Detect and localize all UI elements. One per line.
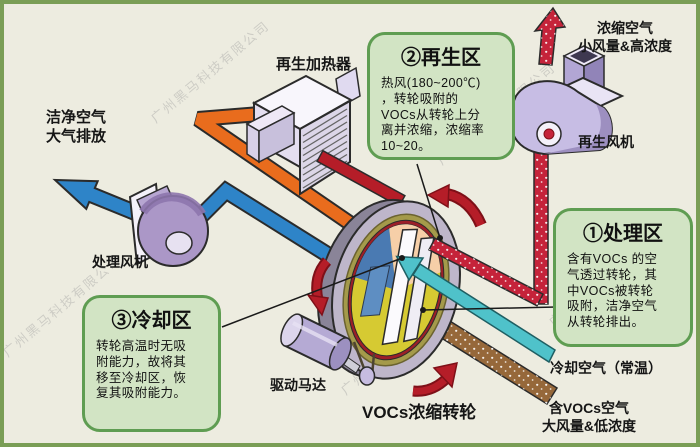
concentrated-air-arrow (533, 6, 567, 66)
zone-cooling-title: ③冷却区 (111, 310, 192, 332)
concentrated-air-pipe (533, 131, 549, 305)
label-cooling-air: 冷却空气（常温） (550, 360, 662, 376)
zone-box-regen: ②再生区 热风(180~200℃) ，转轮吸附的 VOCs从转轮上分 离并浓缩，… (367, 32, 515, 160)
regen-heater-box (245, 66, 361, 196)
zone-process-body: 含有VOCs 的空 气透过转轮，其 中VOCs被转轮 吸附，洁净空气 从转轮排出… (567, 252, 658, 329)
label-regen-fan: 再生风机 (578, 134, 634, 150)
zone-cooling-body: 转轮高温时无吸 附能力，故将其 移至冷却区，恢 复其吸附能力。 (96, 339, 187, 401)
label-clean-air: 洁净空气 大气排放 (46, 109, 107, 145)
pointer-dot (437, 235, 443, 241)
label-concentrated-air: 浓缩空气 小风量&高浓度 (577, 20, 673, 54)
zone-regen-body: 热风(180~200℃) ，转轮吸附的 VOCs从转轮上分 离并浓缩，浓缩率 1… (381, 76, 485, 153)
zone-process-title: ①处理区 (583, 223, 663, 245)
cooling-air-arrow (395, 255, 556, 364)
rotation-arrows (306, 183, 487, 397)
pointer-dot (420, 307, 426, 313)
concentrated-air-band (427, 237, 545, 307)
process-fan (52, 178, 209, 267)
label-voc-air: 含VOCs空气 大风量&低浓度 (541, 400, 637, 434)
zone-box-process: ①处理区 含有VOCs 的空 气透过转轮，其 中VOCs被转轮 吸附，洁净空气 … (553, 208, 693, 347)
zone-regen-title: ②再生区 (401, 47, 481, 69)
label-rotor-title: VOCs浓缩转轮 (362, 403, 477, 422)
pointer-dot (399, 255, 405, 261)
zone-box-cooling: ③冷却区 转轮高温时无吸 附能力，故将其 移至冷却区，恢 复其吸附能力。 (82, 295, 221, 432)
label-process-fan: 处理风机 (92, 254, 148, 270)
label-regen-heater: 再生加热器 (276, 56, 352, 73)
pointer-lines (221, 163, 557, 328)
regen-fan (509, 45, 625, 156)
clean-air-duct-blue (193, 180, 346, 271)
diagram-canvas (52, 6, 625, 406)
drive-motor (280, 313, 376, 386)
label-drive-motor: 驱动马达 (270, 377, 326, 393)
rotor-wheel (316, 198, 461, 380)
